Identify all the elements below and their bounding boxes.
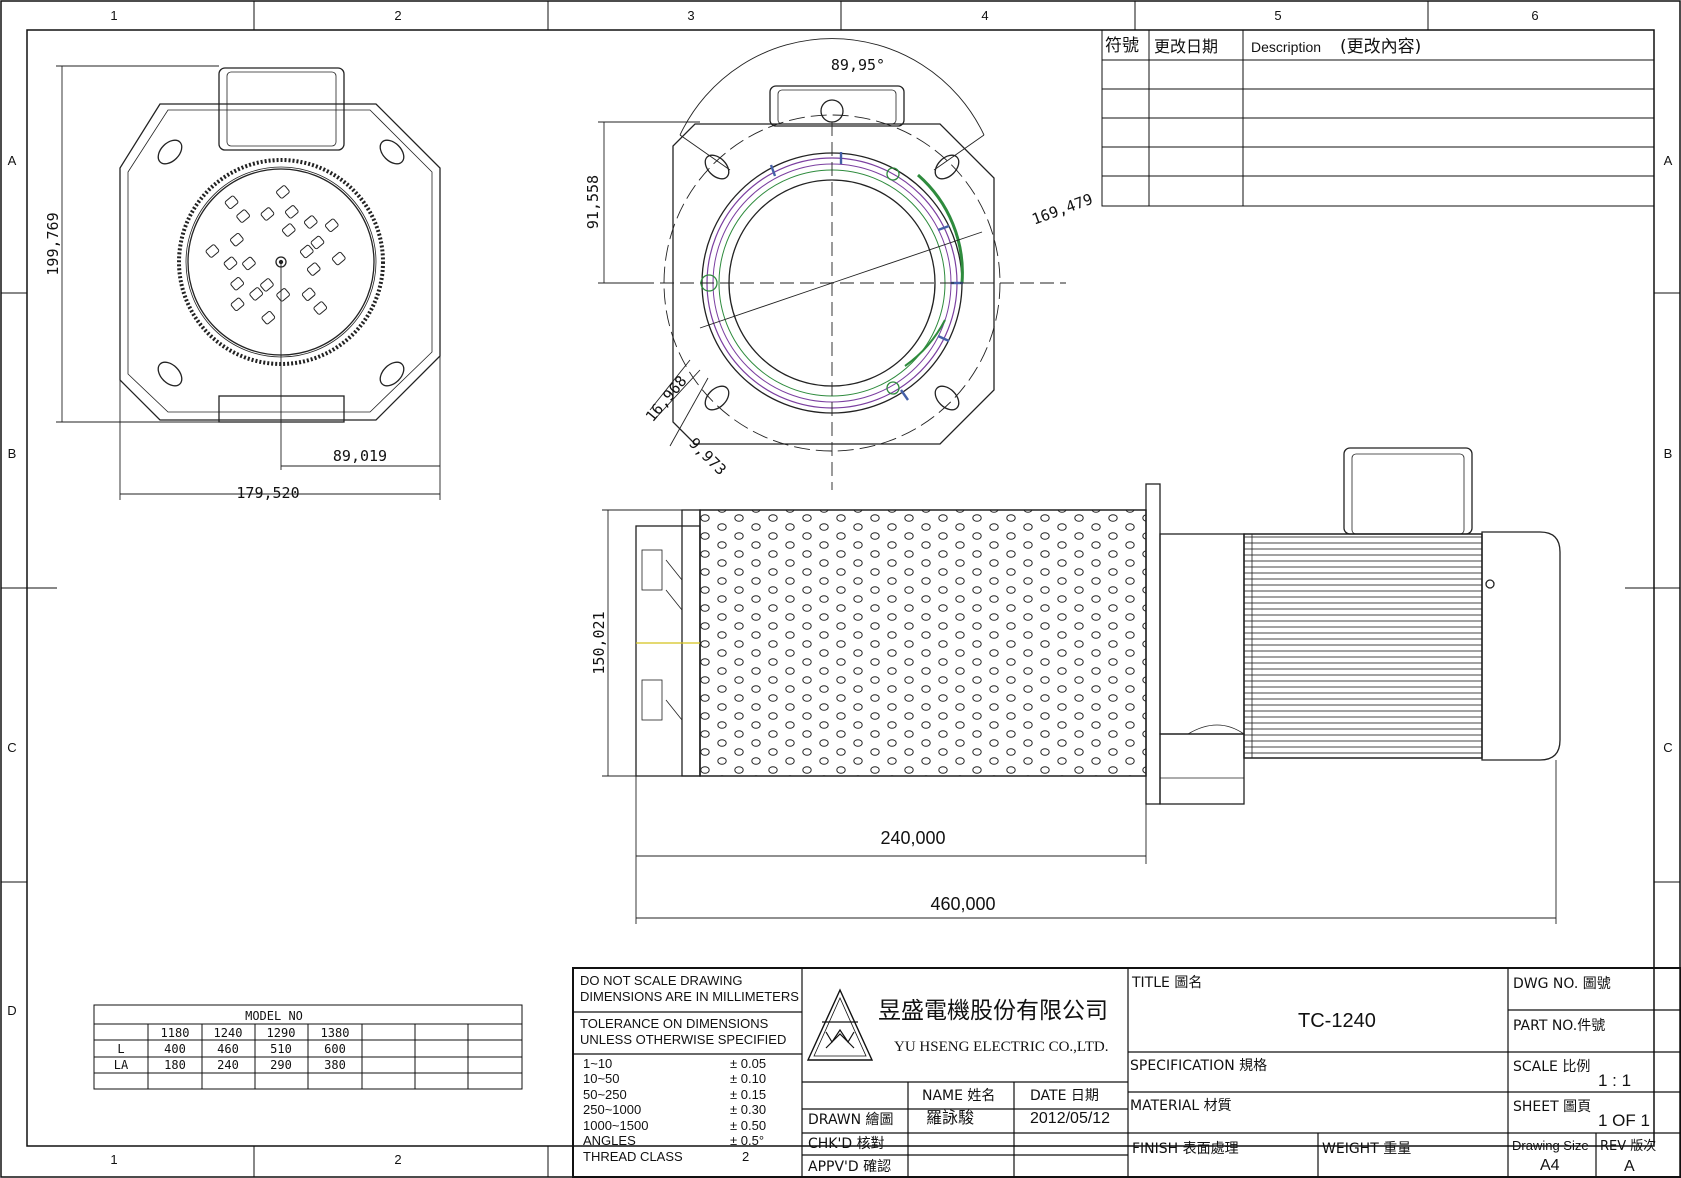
column-label: 1 <box>110 1152 117 1167</box>
model-cell: 180 <box>164 1058 186 1072</box>
model-row-label: L <box>117 1042 124 1056</box>
drawn-label: DRAWN 繪圖 <box>808 1111 894 1128</box>
tolerance-range: 250~1000 <box>583 1102 641 1117</box>
tolerance-value: ± 0.5° <box>730 1133 764 1148</box>
drawing-title: TC-1240 <box>1298 1010 1376 1032</box>
material-label: MATERIAL 材質 <box>1130 1098 1232 1114</box>
dimension-91558: 91,558 <box>584 175 602 229</box>
end-view <box>56 65 441 500</box>
rev-label: REV 版次 <box>1600 1138 1656 1154</box>
tolerance-range: 50~250 <box>583 1087 627 1102</box>
model-number: 1380 <box>321 1026 350 1040</box>
checked-label: CHK'D 核對 <box>808 1136 885 1152</box>
frame-row-labels: A B C D A B C <box>7 153 1672 1018</box>
tolerance-value: ± 0.50 <box>730 1118 766 1133</box>
sheet-label: SHEET 圖頁 <box>1513 1099 1591 1115</box>
drawn-name: 羅詠駿 <box>926 1108 974 1127</box>
company-logo <box>806 988 874 1061</box>
row-label: B <box>8 446 17 461</box>
row-label: C <box>1663 740 1672 755</box>
date-label: DATE 日期 <box>1030 1088 1099 1104</box>
column-label: 6 <box>1531 8 1538 23</box>
tolerance-value: ± 0.10 <box>730 1071 766 1086</box>
rev-value: A <box>1624 1158 1635 1175</box>
tolerance-range: 1000~1500 <box>583 1118 648 1133</box>
unless-specified: UNLESS OTHERWISE SPECIFIED <box>580 1032 786 1047</box>
part-no-label: PART NO.件號 <box>1513 1018 1605 1034</box>
do-not-scale: DO NOT SCALE DRAWING <box>580 973 743 988</box>
model-cell: 380 <box>324 1058 346 1072</box>
model-number: 1290 <box>267 1026 296 1040</box>
scale-label: SCALE 比例 <box>1513 1059 1590 1075</box>
column-label: 1 <box>110 8 117 23</box>
dims-in-mm: DIMENSIONS ARE IN MILLIMETERS <box>580 989 799 1004</box>
model-cell: 240 <box>217 1058 239 1072</box>
sheet-value: 1 OF 1 <box>1598 1111 1650 1130</box>
row-label: D <box>7 1003 16 1018</box>
dimension-199769: 199,769 <box>44 212 62 275</box>
column-label: 3 <box>687 8 694 23</box>
dimension-89019: 89,019 <box>333 447 387 465</box>
model-table-title: MODEL NO <box>245 1009 303 1023</box>
side-view <box>602 447 1561 924</box>
dimension-150021: 150,021 <box>590 611 608 674</box>
column-label: 5 <box>1274 8 1281 23</box>
specification-label: SPECIFICATION 規格 <box>1130 1058 1267 1074</box>
drawing-size-value: A4 <box>1540 1157 1560 1174</box>
drawn-date: 2012/05/12 <box>1030 1110 1110 1127</box>
tolerance-value: ± 0.05 <box>730 1056 766 1071</box>
title-label: TITLE 圖名 <box>1131 975 1202 991</box>
tolerance-value: 2 <box>742 1149 749 1164</box>
dimension-9973: 9,973 <box>685 434 730 479</box>
revision-table <box>1101 29 1655 207</box>
weight-label: WEIGHT 重量 <box>1322 1141 1411 1157</box>
model-row-label: LA <box>114 1058 129 1072</box>
dimension-179520: 179,520 <box>236 484 299 502</box>
dwg-no-label: DWG NO. 圖號 <box>1513 976 1611 992</box>
tolerance-range: THREAD CLASS <box>583 1149 683 1164</box>
tolerance-range: 10~50 <box>583 1071 620 1086</box>
column-label: 2 <box>394 1152 401 1167</box>
dimension-angle: 89,95° <box>831 56 885 74</box>
frame-column-labels: 1 2 3 4 5 6 1 2 <box>110 8 1538 1167</box>
model-table <box>93 1004 523 1090</box>
tolerance-on: TOLERANCE ON DIMENSIONS <box>580 1016 769 1031</box>
title-block <box>572 967 1681 1178</box>
model-number: 1240 <box>214 1026 243 1040</box>
flange-view <box>598 38 1066 490</box>
company-name-cn: 昱盛電機股份有限公司 <box>878 998 1108 1024</box>
model-number: 1180 <box>161 1026 190 1040</box>
model-cell: 600 <box>324 1042 346 1056</box>
row-label: A <box>8 153 17 168</box>
rev-content-header: (更改內容) <box>1340 37 1421 57</box>
finish-label: FINISH 表面處理 <box>1132 1141 1239 1157</box>
row-label: B <box>1664 446 1673 461</box>
dimension-240000: 240,000 <box>880 828 945 848</box>
name-label: NAME 姓名 <box>922 1088 995 1104</box>
row-label: A <box>1664 153 1673 168</box>
scale-value: 1 : 1 <box>1598 1071 1631 1090</box>
column-label: 4 <box>981 8 988 23</box>
company-name-en: YU HSENG ELECTRIC CO.,LTD. <box>894 1039 1108 1055</box>
drawing-size-label: Drawing Size <box>1512 1138 1589 1153</box>
dimension-16968: 16,968 <box>642 372 691 425</box>
model-cell: 460 <box>217 1042 239 1056</box>
model-cell: 290 <box>270 1058 292 1072</box>
dimension-169479: 169,479 <box>1030 190 1096 229</box>
dimension-460000: 460,000 <box>930 894 995 914</box>
tolerance-value: ± 0.15 <box>730 1087 766 1102</box>
model-cell: 400 <box>164 1042 186 1056</box>
model-cell: 510 <box>270 1042 292 1056</box>
column-label: 2 <box>394 8 401 23</box>
row-label: C <box>7 740 16 755</box>
tolerance-range: 1~10 <box>583 1056 612 1071</box>
tolerance-range: ANGLES <box>583 1133 636 1148</box>
rev-date-header: 更改日期 <box>1154 37 1218 56</box>
approved-label: APPV'D 確認 <box>808 1159 891 1175</box>
tolerance-value: ± 0.30 <box>730 1102 766 1117</box>
rev-symbol-header: 符號 <box>1105 36 1139 56</box>
rev-description-header: Description <box>1251 39 1321 55</box>
